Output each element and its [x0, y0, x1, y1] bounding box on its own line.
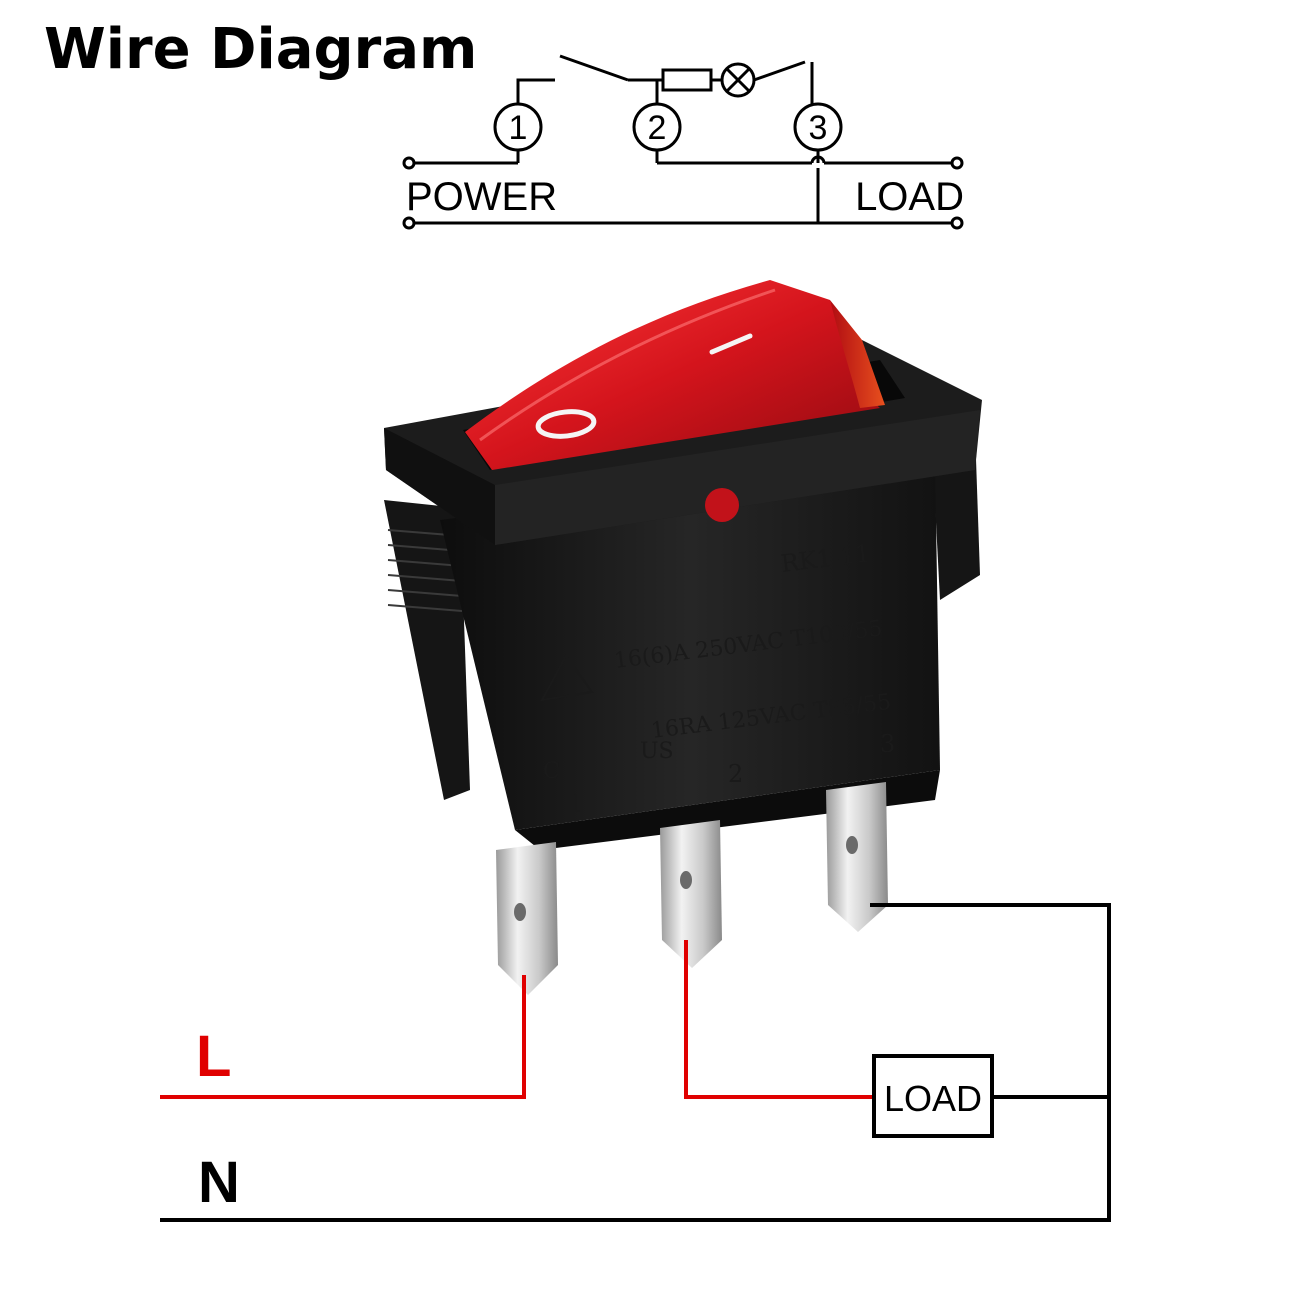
pin-3 — [826, 782, 888, 932]
power-label: POWER — [406, 175, 557, 219]
certification-mark-icon — [540, 654, 594, 702]
live-wire — [160, 975, 526, 1099]
cert-us-marking: US — [640, 739, 674, 764]
rocker-actuator — [465, 280, 880, 470]
pin-1-marking: 1 — [568, 790, 583, 818]
cert-c-marking: C — [543, 759, 560, 784]
switch-body — [440, 455, 940, 830]
pin-1 — [496, 842, 558, 995]
pin-3-marking: 3 — [880, 730, 895, 758]
switch-pins — [496, 782, 888, 995]
indicator-light — [705, 488, 739, 522]
load-box — [872, 1054, 994, 1138]
page-title: Wire Diagram — [44, 17, 477, 82]
resistor-icon — [661, 68, 713, 92]
wiring — [160, 903, 1111, 1222]
neutral-wire — [160, 903, 1111, 1222]
schematic — [402, 54, 964, 230]
terminal-2-label: 2 — [648, 109, 667, 147]
on-symbol-icon — [709, 333, 753, 355]
schematic-load-label: LOAD — [855, 175, 964, 219]
terminal-3-label: 3 — [809, 109, 828, 147]
pin-2-marking: 2 — [728, 760, 743, 788]
neutral-label: N — [198, 1150, 240, 1215]
off-symbol-icon — [535, 409, 597, 439]
rocker-switch: RK1-11 16(6)A 250VAC T100/55 16RA 125VAC… — [384, 280, 982, 850]
pin-2 — [660, 820, 722, 968]
line-label: L — [196, 1024, 231, 1089]
terminal-1-label: 1 — [509, 109, 528, 147]
load-box-label: LOAD — [884, 1078, 982, 1119]
left-clip — [384, 500, 470, 800]
switched-live-wire — [684, 940, 874, 1099]
